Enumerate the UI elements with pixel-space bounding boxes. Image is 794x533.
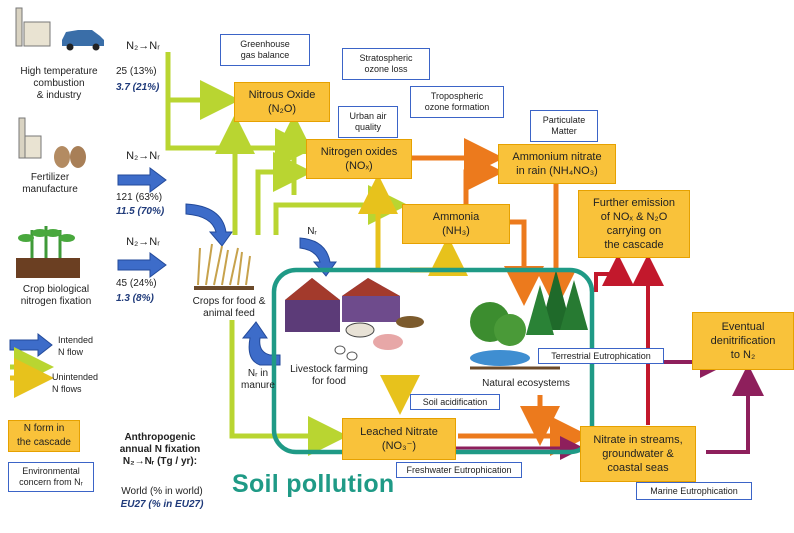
concern-freshwater: Freshwater Eutrophication xyxy=(396,462,522,478)
combustion-formula: N₂→Nᵣ xyxy=(126,40,160,52)
concern-urban-air: Urban air quality xyxy=(338,106,398,138)
fertilizer-sacks-icon xyxy=(54,146,86,168)
legend-intended-label: Intended N flow xyxy=(58,335,94,357)
bnf-world-value: 45 (24%) xyxy=(116,278,157,289)
legend-n-form-box: N form in the cascade xyxy=(8,420,80,452)
car-icon xyxy=(62,30,104,51)
forest-illustration xyxy=(470,270,588,370)
nr-label: Nᵣ xyxy=(307,226,317,237)
combustion-world-value: 25 (13%) xyxy=(116,66,157,77)
source-fertilizer-label: Fertilizer manufacture xyxy=(22,172,78,195)
legume-plants-icon xyxy=(16,226,80,278)
concern-soil-acidification: Soil acidification xyxy=(410,394,500,410)
nr-manure-label: Nᵣ in manure xyxy=(241,368,275,391)
natural-ecosystems-label: Natural ecosystems xyxy=(482,378,570,389)
concern-tropospheric: Tropospheric ozone formation xyxy=(410,86,504,118)
node-ammonium-nitrate: Ammonium nitrate in rain (NH₄NO₃) xyxy=(498,144,616,184)
concern-stratospheric: Stratospheric ozone loss xyxy=(342,48,430,80)
concern-terrestrial: Terrestrial Eutrophication xyxy=(538,348,664,364)
legend-intended-arrow xyxy=(9,332,53,358)
legend-world-note: World (% in world) xyxy=(121,486,203,497)
node-nitrous-oxide: Nitrous Oxide (N₂O) xyxy=(234,82,330,122)
legend-env-concern-box: Environmental concern from Nᵣ xyxy=(8,462,94,492)
fertilizer-world-value: 121 (63%) xyxy=(116,192,163,203)
node-nitrogen-oxides: Nitrogen oxides (NOₓ) xyxy=(306,139,412,179)
concern-greenhouse: Greenhouse gas balance xyxy=(220,34,310,66)
factory-icon xyxy=(15,7,51,47)
node-nitrate-streams: Nitrate in streams, groundwater & coasta… xyxy=(580,426,696,482)
concern-particulate: Particulate Matter xyxy=(530,110,598,142)
livestock-illustration xyxy=(285,278,424,361)
source-combustion-label: High temperature combustion & industry xyxy=(20,66,98,101)
bnf-eu-value: 1.3 (8%) xyxy=(116,293,154,304)
crops-label: Crops for food & animal feed xyxy=(192,296,266,319)
fertilizer-eu-value: 11.5 (70%) xyxy=(116,206,165,217)
source-bnf-label: Crop biological nitrogen fixation xyxy=(20,284,92,307)
legend-anthropogenic-title: Anthropogenic annual N fixation N₂→Nᵣ (T… xyxy=(119,432,201,467)
fertilizer-factory-icon xyxy=(18,117,42,159)
node-ammonia: Ammonia (NH₃) xyxy=(402,204,510,244)
legend-unintended-label: Unintended N flows xyxy=(52,372,99,394)
bnf-formula: N₂→Nᵣ xyxy=(126,236,160,248)
node-denitrification: Eventual denitrification to N₂ xyxy=(692,312,794,370)
concern-marine: Marine Eutrophication xyxy=(636,482,752,500)
livestock-label: Livestock farming for food xyxy=(290,364,368,387)
combustion-eu-value: 3.7 (21%) xyxy=(116,82,160,93)
crops-illustration xyxy=(194,243,254,290)
fertilizer-formula: N₂→Nᵣ xyxy=(126,150,160,162)
node-further-emission: Further emission of NOₓ & N₂O carrying o… xyxy=(578,190,690,258)
soil-pollution-caption: Soil pollution xyxy=(232,470,395,498)
legend-eu27-note: EU27 (% in EU27) xyxy=(120,499,204,510)
node-leached-nitrate: Leached Nitrate (NO₃⁻) xyxy=(342,418,456,460)
